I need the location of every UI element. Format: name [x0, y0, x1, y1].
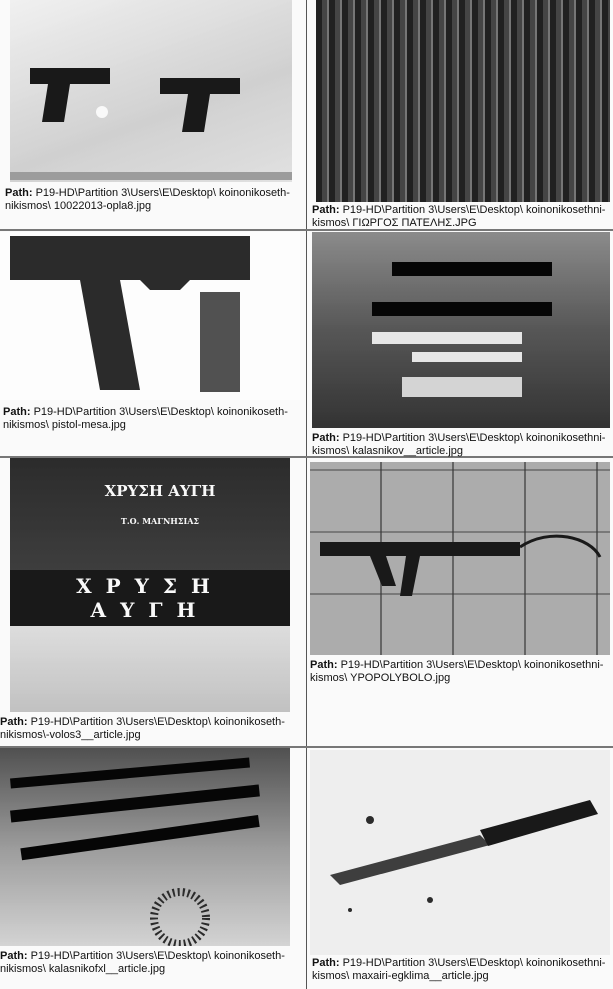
photo-maxairi	[310, 750, 610, 955]
caption-1: Path: P19-HD\Partition 3\Users\E\Desktop…	[5, 187, 290, 212]
photo-group	[316, 0, 610, 202]
photo-banner: ΧΡΥΣΗ ΑΥΓΗ	[10, 570, 290, 626]
caption-8: Path: P19-HD\Partition 3\Users\E\Desktop…	[312, 957, 606, 982]
caption-3: Path: P19-HD\Partition 3\Users\E\Desktop…	[3, 406, 288, 431]
column-divider	[306, 0, 307, 989]
photo-label: ΧΡΥΣΗ ΑΥΓΗ	[104, 482, 216, 500]
caption-4: Path: P19-HD\Partition 3\Users\E\Desktop…	[312, 432, 606, 457]
caption-2: Path: P19-HD\Partition 3\Users\E\Desktop…	[312, 204, 606, 229]
row-divider	[0, 229, 613, 231]
photo-kalasnikofxl	[0, 748, 290, 946]
photo-pistol-mesa	[0, 232, 300, 400]
caption-5: Path: P19-HD\Partition 3\Users\E\Desktop…	[0, 716, 285, 741]
photo-ypopolybolo	[310, 462, 610, 655]
photo-sublabel: Τ.Ο. ΜΑΓΝΗΣΙΑΣ	[120, 516, 200, 526]
photo-pistols	[10, 0, 292, 182]
caption-7: Path: P19-HD\Partition 3\Users\E\Desktop…	[0, 950, 285, 975]
caption-6: Path: P19-HD\Partition 3\Users\E\Desktop…	[310, 659, 604, 684]
row-divider	[0, 456, 613, 458]
photo-volos: ΧΡΥΣΗ ΑΥΓΗ Τ.Ο. ΜΑΓΝΗΣΙΑΣ ΧΡΥΣΗ ΑΥΓΗ	[10, 458, 290, 712]
photo-kalasnikov	[312, 232, 610, 428]
row-divider	[0, 746, 613, 748]
